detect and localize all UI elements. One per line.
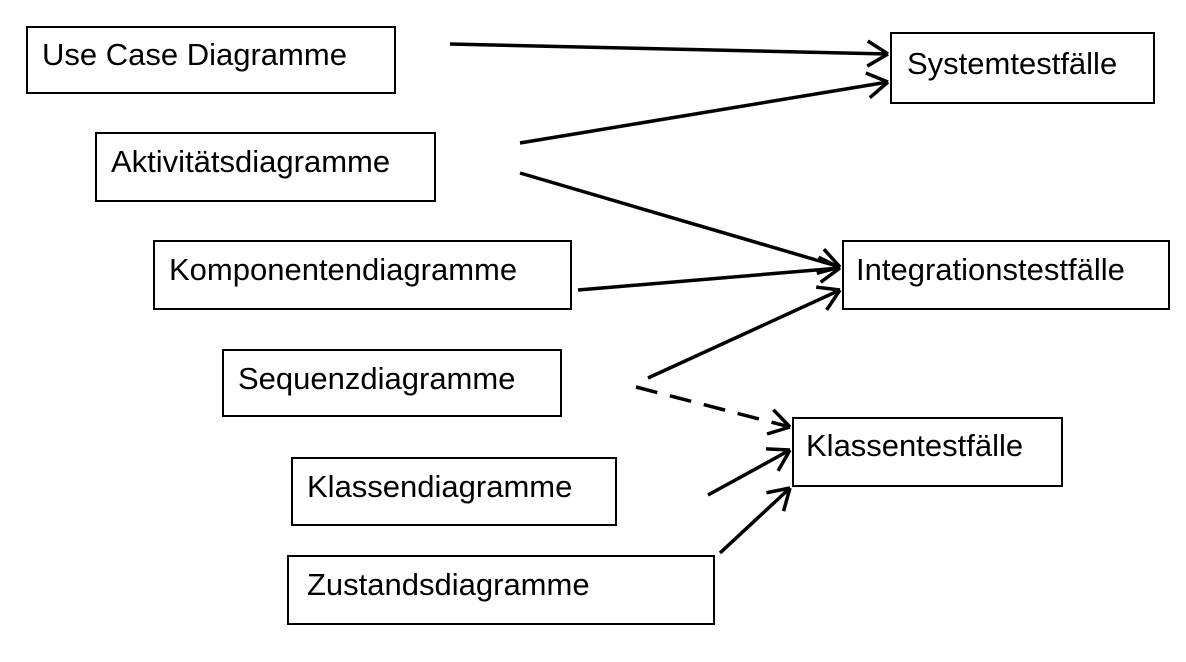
arrowhead-upper — [776, 449, 792, 472]
edge-klassen-to-klassentest — [707, 448, 791, 497]
node-label: Systemtestfälle — [907, 46, 1118, 81]
node-sequenzdiagramme: Sequenzdiagramme — [222, 349, 562, 417]
node-klassendiagramme: Klassendiagramme — [291, 457, 617, 526]
node-integrationstestfaelle: Integrationstestfälle — [842, 240, 1170, 310]
arrowhead-lower — [772, 408, 792, 429]
arrowhead-lower — [766, 486, 791, 495]
node-label: Integrationstestfälle — [856, 252, 1125, 287]
node-systemtestfaelle: Systemtestfälle — [890, 32, 1155, 104]
arrowhead-lower — [765, 447, 791, 452]
node-use-case-diagramme: Use Case Diagramme — [26, 26, 396, 94]
node-klassentestfaelle: Klassentestfälle — [792, 417, 1063, 487]
node-label: Komponentendiagramme — [169, 252, 518, 287]
node-label: Aktivitätsdiagramme — [111, 144, 391, 179]
node-label: Klassentestfälle — [806, 428, 1024, 463]
arrowhead-lower — [815, 285, 841, 292]
node-label: Klassendiagramme — [307, 469, 573, 504]
edge-aktivitaet-to-integrationstest — [519, 171, 841, 269]
edge-aktivitaet-to-systemtest — [519, 80, 889, 145]
edge-sequenz-to-integrationstest — [647, 288, 841, 380]
arrowhead-upper — [866, 52, 889, 68]
node-komponentendiagramme: Komponentendiagramme — [153, 240, 572, 310]
node-zustandsdiagramme: Zustandsdiagramme — [287, 555, 715, 625]
arrowhead-upper — [868, 80, 890, 100]
arrowhead-upper — [825, 289, 842, 311]
node-aktivitaetsdiagramme: Aktivitätsdiagramme — [95, 132, 436, 202]
arrowhead-lower — [822, 248, 842, 269]
node-label: Sequenzdiagramme — [238, 361, 516, 396]
arrowhead-upper — [781, 487, 792, 512]
edge-komponenten-to-integrationstest — [577, 266, 841, 292]
edge-zustand-to-klassentest — [718, 486, 792, 555]
node-label: Use Case Diagramme — [42, 37, 347, 72]
arrowhead-lower — [817, 255, 841, 270]
arrowhead-upper — [819, 266, 842, 284]
edge-use-case-to-systemtest — [449, 42, 889, 56]
node-label: Zustandsdiagramme — [307, 567, 590, 602]
arrowhead-lower — [866, 39, 889, 56]
arrowhead-upper — [766, 425, 791, 436]
edge-sequenz-to-klassentest — [635, 385, 791, 429]
arrowhead-lower — [865, 71, 889, 84]
